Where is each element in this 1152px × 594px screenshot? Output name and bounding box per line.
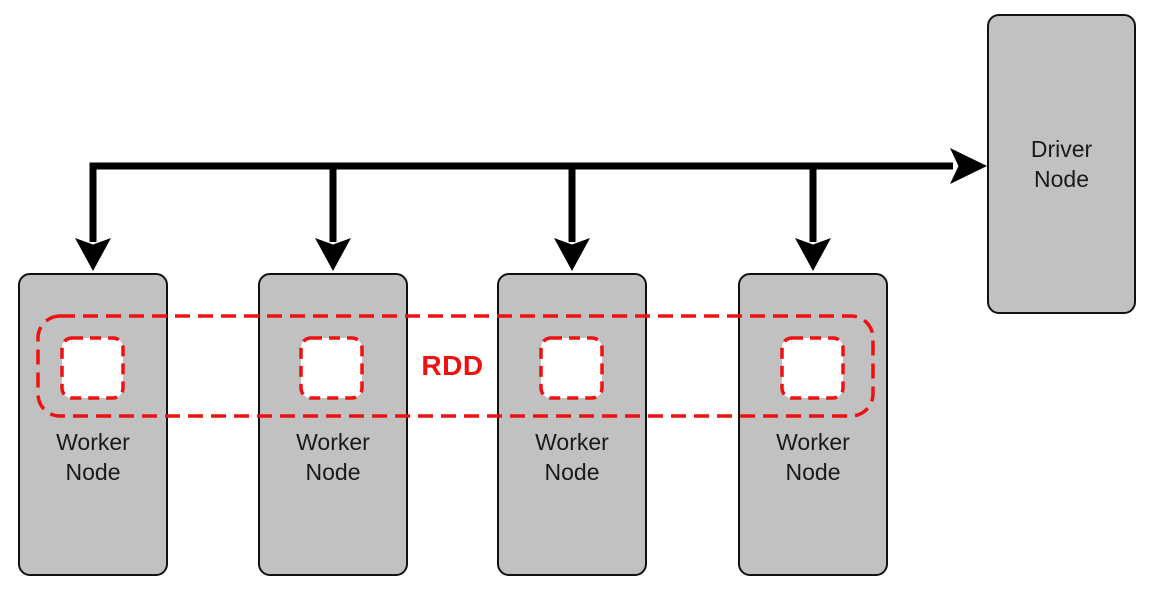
- worker-node-2: Worker Node: [258, 273, 408, 576]
- worker-node-1-label: Worker Node: [56, 429, 130, 485]
- worker-node-1: Worker Node: [18, 273, 168, 576]
- driver-node: Driver Node: [987, 14, 1136, 314]
- arrowhead-down-icon: [554, 238, 590, 271]
- worker-node-4-label: Worker Node: [776, 429, 850, 485]
- worker-node-3-label: Worker Node: [535, 429, 609, 485]
- worker-node-2-label: Worker Node: [296, 429, 370, 485]
- arrow-to-worker-4: [795, 163, 831, 271]
- arrowhead-down-icon: [795, 238, 831, 271]
- worker-node-4: Worker Node: [738, 273, 888, 576]
- driver-node-label: Driver Node: [1030, 136, 1093, 192]
- worker-node-3: Worker Node: [497, 273, 647, 576]
- arrow-to-worker-3: [554, 163, 590, 271]
- arrowhead-down-icon: [75, 238, 111, 271]
- rdd-label: RDD: [421, 350, 484, 381]
- arrowhead-right-icon: [950, 148, 987, 184]
- arrow-to-worker-1: [75, 163, 111, 271]
- arrow-to-worker-2: [315, 163, 351, 271]
- arrowhead-down-icon: [315, 238, 351, 271]
- arrow-to-driver: [89, 148, 987, 184]
